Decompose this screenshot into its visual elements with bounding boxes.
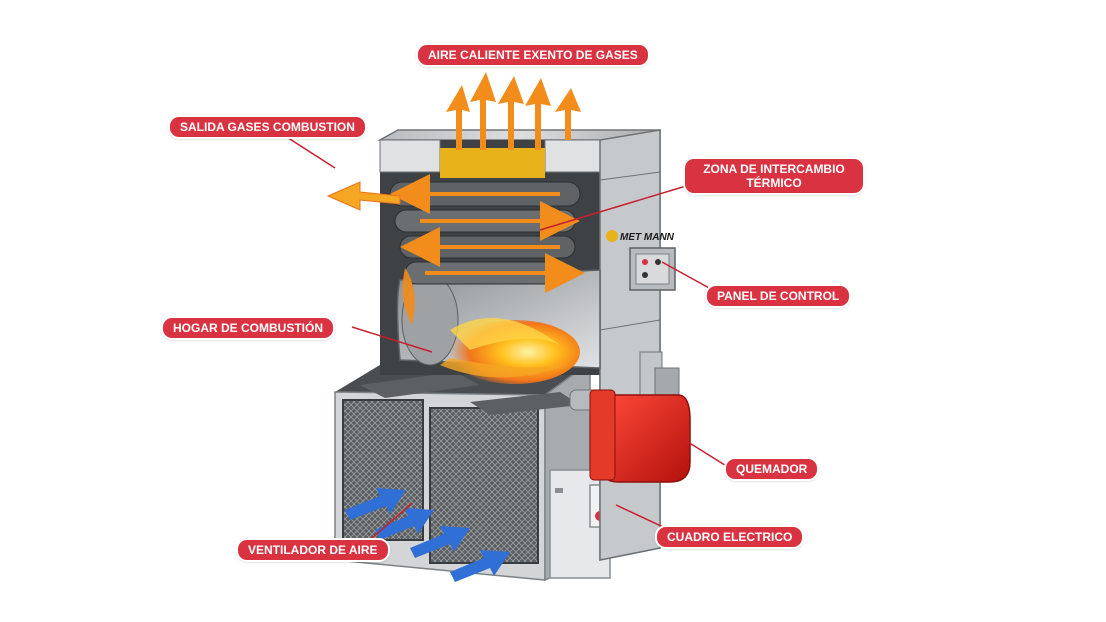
leader-heat-exchange bbox=[539, 185, 687, 231]
leader-combustion-chamber bbox=[351, 326, 433, 353]
label-flue-gas: SALIDA GASES COMBUSTION bbox=[170, 117, 365, 137]
top-hot-air-arrows bbox=[446, 72, 581, 150]
cold-air-arrows bbox=[345, 488, 510, 582]
leader-flue-gas bbox=[281, 133, 336, 169]
label-electrical-box: CUADRO ELECTRICO bbox=[657, 527, 803, 547]
leader-burner bbox=[679, 436, 729, 468]
internal-hot-air-arrows bbox=[390, 174, 585, 293]
control-panel-box bbox=[629, 247, 676, 291]
label-hot-air: AIRE CALIENTE EXENTO DE GASES bbox=[418, 45, 648, 65]
brand-plate: MET MANN bbox=[606, 230, 675, 243]
brand-logo-text: MET MANN bbox=[620, 232, 675, 243]
flue-gas-arrow bbox=[326, 181, 401, 211]
label-air-fan: VENTILADOR DE AIRE bbox=[238, 540, 388, 560]
label-control-panel: PANEL DE CONTROL bbox=[707, 286, 850, 306]
burner-unit bbox=[569, 351, 691, 483]
burner-flame bbox=[402, 268, 580, 384]
label-heat-exchange: ZONA DE INTERCAMBIO TÉRMICO bbox=[685, 159, 863, 193]
leader-air-fan bbox=[361, 502, 413, 548]
label-burner: QUEMADOR bbox=[726, 459, 818, 479]
label-combustion-chamber: HOGAR DE COMBUSTIÓN bbox=[163, 318, 333, 338]
leader-lines bbox=[281, 133, 729, 548]
